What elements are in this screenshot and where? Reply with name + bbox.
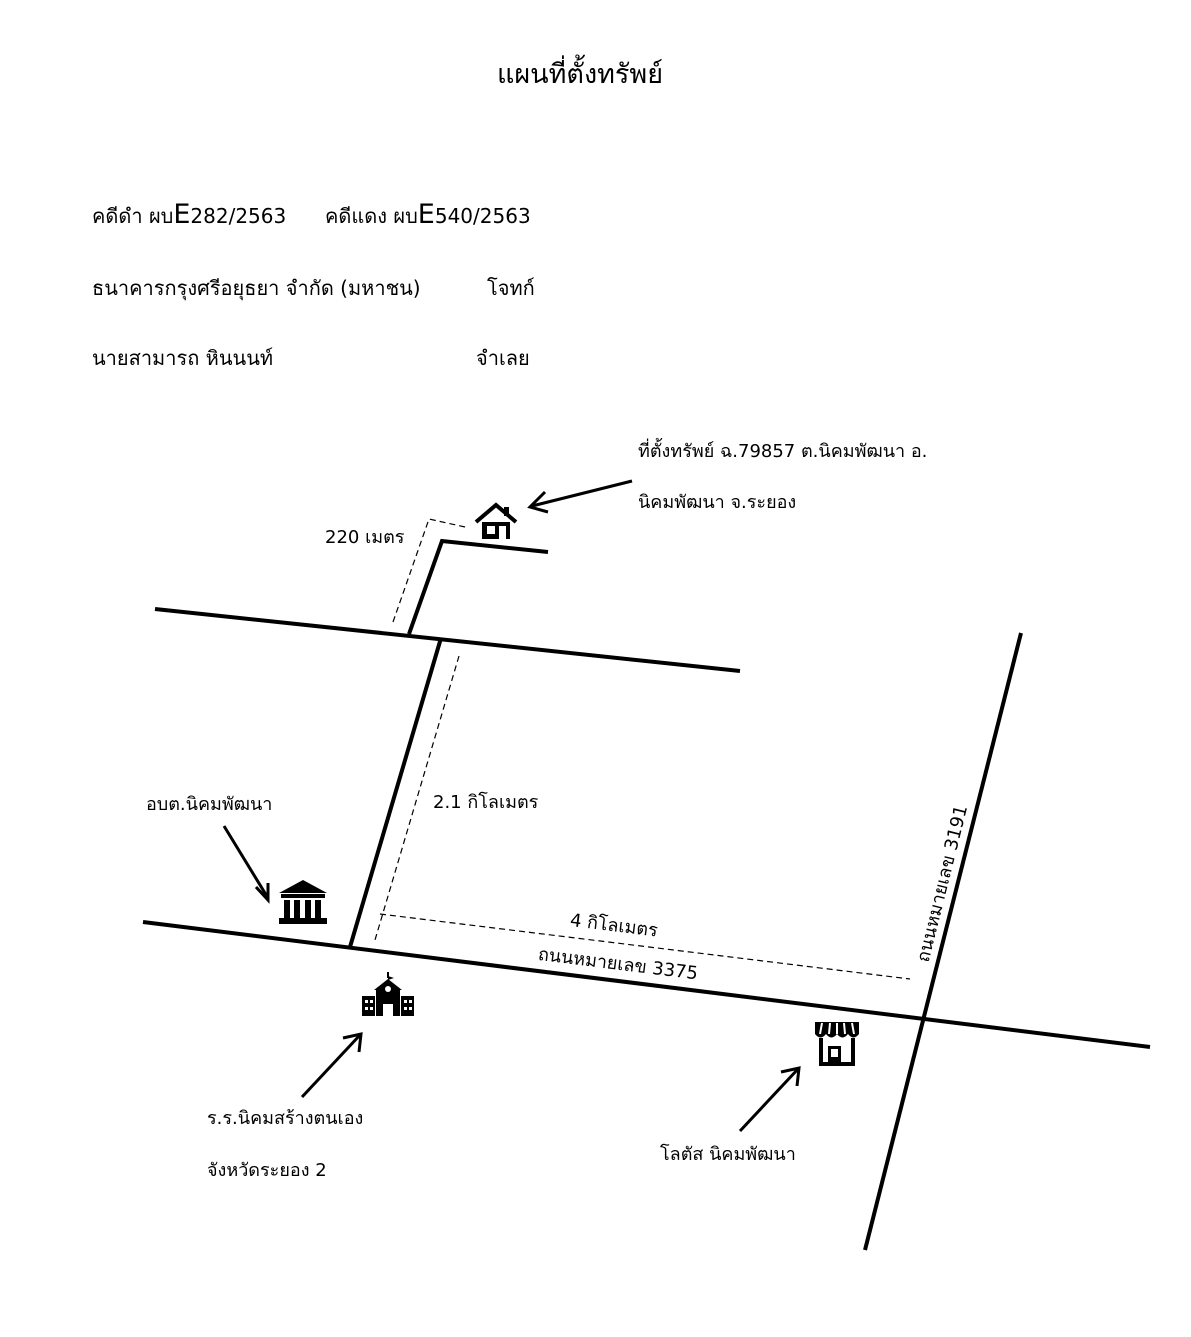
plaintiff-name: ธนาคารกรุงศรีอยุธยา จำกัด (มหาชน) [92, 276, 421, 300]
page-title: แผนที่ตั้งทรัพย์ [496, 59, 664, 90]
house-icon [474, 502, 518, 539]
property-arrow [527, 479, 633, 514]
red-case-num: 540/2563 [434, 204, 531, 228]
school-icon [362, 972, 414, 1016]
school-arrow [300, 1032, 363, 1099]
obt-label: อบต.นิคมพัฒนา [146, 794, 273, 815]
dist-4-guide [379, 913, 911, 980]
defendant-name: นายสามารถ หินนนท์ [92, 346, 274, 370]
dist-220-guide [392, 518, 466, 623]
red-case-number: คดีแดง ผบE540/2563 [325, 199, 531, 232]
store-icon [815, 1022, 859, 1066]
black-case-letter: E [173, 199, 191, 230]
plaintiff-role: โจทก์ [487, 276, 535, 300]
distance-2-1km-label: 2.1 กิโลเมตร [433, 792, 539, 813]
property-location-label-2: นิคมพัฒนา จ.ระยอง [638, 492, 797, 513]
school-label-2: จังหวัดระยอง 2 [207, 1160, 327, 1181]
access-road [407, 538, 549, 635]
government-building-icon [279, 880, 327, 924]
lotus-label: โลตัส นิคมพัฒนา [660, 1144, 796, 1165]
defendant-role: จำเลย [476, 346, 530, 370]
obt-arrow [222, 825, 270, 904]
distance-220m-label: 220 เมตร [325, 527, 405, 548]
black-case-num: 282/2563 [190, 204, 287, 228]
lotus-arrow [738, 1066, 801, 1133]
red-case-prefix: คดีแดง ผบ [325, 204, 418, 228]
road-3191-line [863, 632, 1023, 1251]
connector-road [348, 637, 443, 948]
road-3375-line [142, 920, 1151, 1049]
red-case-letter: E [417, 199, 435, 230]
black-case-prefix: คดีดำ ผบ [92, 204, 174, 228]
black-case-number: คดีดำ ผบE282/2563 [92, 199, 286, 232]
upper-road [154, 607, 741, 673]
school-label-1: ร.ร.นิคมสร้างตนเอง [207, 1108, 364, 1129]
property-location-label-1: ที่ตั้งทรัพย์ ฉ.79857 ต.นิคมพัฒนา อ. [638, 441, 928, 462]
